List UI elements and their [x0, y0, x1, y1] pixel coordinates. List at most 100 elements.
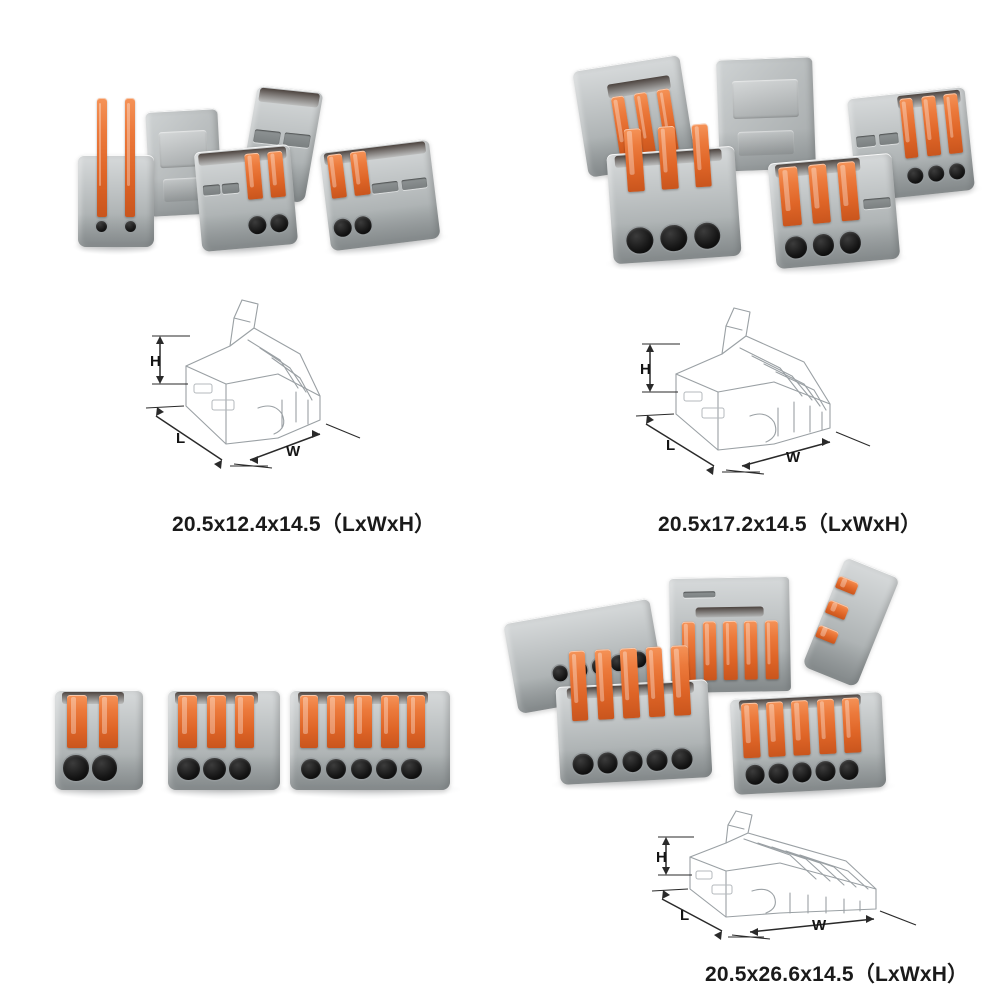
connector-angled-front-right	[319, 138, 449, 262]
lever-row	[774, 161, 865, 232]
lever-1[interactable]	[96, 97, 107, 217]
lever-row	[298, 695, 428, 753]
emboss-panel-lower	[737, 129, 795, 157]
wire-port-row	[740, 754, 863, 791]
lever-1[interactable]	[178, 695, 198, 749]
lever-3[interactable]	[353, 695, 372, 749]
lever-1[interactable]	[899, 97, 919, 159]
lever-2[interactable]	[326, 695, 346, 749]
wire-port-2	[91, 755, 117, 781]
lever-2[interactable]	[657, 125, 679, 190]
dimension-drawing-two-port: H L W	[130, 288, 380, 483]
lever-2[interactable]	[807, 163, 832, 224]
lever-1[interactable]	[244, 152, 264, 200]
wire-port-1	[177, 757, 200, 781]
wire-port-1	[63, 755, 89, 781]
connector-compare-three-port	[161, 690, 287, 799]
lever-1[interactable]	[300, 695, 319, 749]
lever-2[interactable]	[921, 95, 941, 156]
photo-group-comparison	[0, 660, 500, 840]
lever-1[interactable]	[67, 695, 88, 749]
wire-port-3	[791, 761, 813, 783]
wire-port-2	[768, 763, 789, 784]
lever-1[interactable]	[740, 702, 761, 758]
lever-2[interactable]	[766, 701, 786, 757]
lever-row	[175, 695, 258, 753]
lever-4[interactable]	[645, 646, 666, 718]
panel-three-port: H L W 20.5x17.2x14.5（	[500, 0, 1000, 536]
wire-port-1	[332, 217, 353, 238]
emboss-panel	[732, 79, 799, 120]
lever-2[interactable]	[125, 97, 136, 217]
lever-1[interactable]	[326, 153, 348, 200]
photo-group-two-port	[0, 0, 500, 290]
dimension-drawing-five-port: H L W	[640, 805, 940, 960]
wire-port-row	[329, 207, 377, 246]
connector-compare-five-port	[280, 690, 460, 799]
wire-port-3	[229, 757, 252, 781]
wire-port-1	[784, 235, 809, 260]
lever-3[interactable]	[943, 93, 963, 154]
lever-5[interactable]	[841, 697, 862, 753]
lever-4[interactable]	[816, 698, 837, 754]
lever-3[interactable]	[791, 699, 812, 756]
svg-text:L: L	[680, 907, 689, 924]
caption-two-port: 20.5x12.4x14.5（LxWxH）	[172, 513, 436, 536]
lever-1[interactable]	[778, 166, 803, 227]
lever-5[interactable]	[407, 695, 426, 749]
svg-text:L: L	[176, 430, 185, 447]
lever-2[interactable]	[594, 648, 615, 720]
lever-1[interactable]	[624, 127, 645, 192]
connector-front-levers-open	[551, 644, 723, 795]
wire-port-row	[243, 205, 294, 243]
wire-port-row	[60, 751, 120, 785]
lever-2[interactable]	[702, 620, 717, 681]
lever-3[interactable]	[234, 695, 255, 749]
lever-5[interactable]	[671, 644, 691, 716]
connector-tilted-side-view	[802, 556, 900, 688]
lever-5[interactable]	[764, 619, 779, 680]
wire-port-1	[744, 764, 766, 785]
wire-port-4	[646, 749, 668, 771]
wire-port-row	[296, 753, 426, 785]
dimension-drawing-three-port: H L W	[618, 298, 888, 483]
wire-port-3	[621, 750, 644, 773]
panel-two-port: H L W	[0, 0, 500, 536]
lever-3[interactable]	[836, 161, 861, 222]
caption-three-port: 20.5x17.2x14.5（LxWxH）	[658, 513, 922, 536]
connector-front-right-angled	[767, 152, 909, 280]
lever-row	[62, 695, 124, 753]
panel-five-port: H L W 20.5x26.6x14.5（	[500, 500, 1000, 1000]
lever-slot-shadow	[695, 606, 764, 618]
lever-3[interactable]	[723, 620, 738, 681]
wire-port-5	[838, 759, 860, 780]
wire-port-3	[838, 230, 863, 255]
wire-port-3	[350, 758, 372, 780]
wire-port-1	[300, 758, 322, 780]
wire-port-row	[174, 753, 256, 785]
wire-port-row	[619, 217, 729, 260]
lever-3[interactable]	[691, 123, 713, 187]
lever-4[interactable]	[380, 695, 399, 749]
wire-port-1	[625, 226, 655, 255]
wire-port-2	[927, 164, 945, 183]
lever-3[interactable]	[619, 647, 640, 719]
wire-port-3	[692, 221, 722, 251]
wire-face-slots	[683, 586, 715, 603]
lever-1[interactable]	[568, 650, 589, 722]
svg-text:W: W	[786, 449, 801, 466]
lever-2[interactable]	[206, 695, 226, 749]
wire-port-2	[597, 752, 619, 774]
wire-port-4	[375, 758, 397, 780]
lever-2[interactable]	[98, 695, 119, 749]
wire-port-row	[78, 211, 154, 242]
connector-compare-two-port	[49, 690, 149, 799]
lever-row	[78, 97, 154, 217]
lever-2[interactable]	[349, 150, 371, 197]
lever-2[interactable]	[267, 150, 287, 198]
svg-text:W: W	[286, 443, 301, 460]
wire-port-5	[671, 748, 693, 770]
lever-4[interactable]	[743, 620, 758, 680]
svg-text:H: H	[150, 353, 161, 370]
